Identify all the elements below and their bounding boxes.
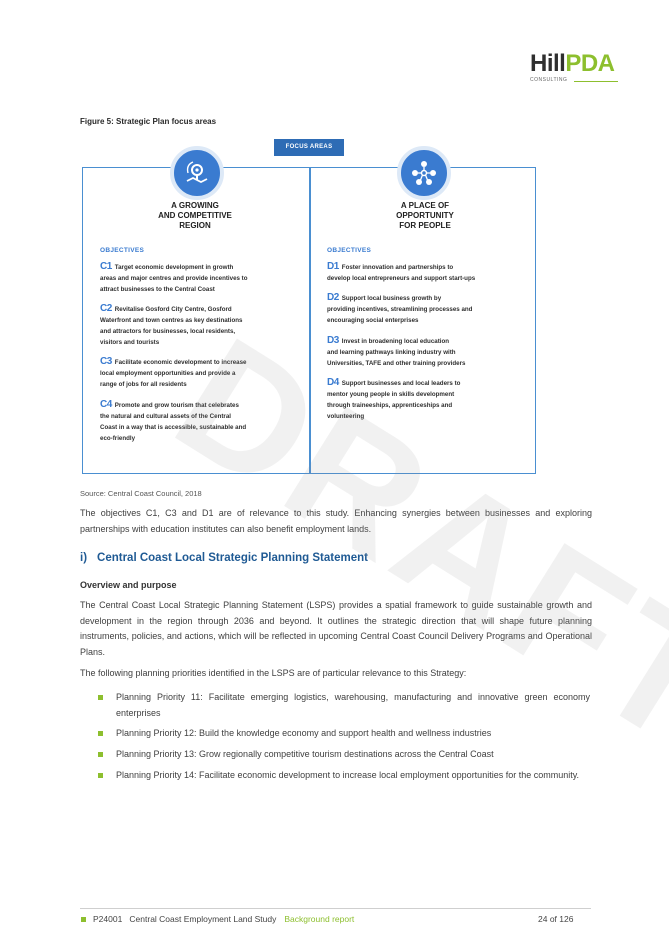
objective-line: Waterfront and town centres as key desti… [100, 317, 243, 324]
bullet-marker [98, 773, 103, 778]
region-map-icon [170, 146, 224, 200]
figure-source: Source: Central Coast Council, 2018 [80, 489, 202, 498]
footer-title: Central Coast Employment Land Study [129, 914, 277, 924]
objective-line: visitors and tourists [100, 339, 160, 346]
footer-project-code: P24001 [93, 914, 123, 924]
page-number: 24 of 126 [538, 914, 574, 924]
figure-caption: Figure 5: Strategic Plan focus areas [80, 117, 217, 126]
objective-code: D1 [327, 261, 339, 272]
objective-code: C2 [100, 303, 112, 314]
objective-line: Facilitate economic development to incre… [114, 359, 247, 366]
logo-underline [574, 81, 618, 82]
focus-areas-figure [82, 167, 536, 474]
footer-document-info: P24001 Central Coast Employment Land Stu… [93, 914, 354, 924]
list-item-text: Planning Priority 13: Grow regionally co… [116, 749, 494, 759]
objective-line: encouraging social enterprises [327, 317, 419, 324]
right-title-line: OPPORTUNITY [396, 211, 454, 220]
objective-line: local employment opportunities and provi… [100, 370, 236, 377]
objective-line: develop local entrepreneurs and support … [327, 275, 476, 282]
objective-line: areas and major centres and provide ince… [100, 275, 248, 282]
left-title-line: A GROWING [171, 201, 219, 210]
bullet-marker [98, 731, 103, 736]
objective-line: range of jobs for all residents [100, 381, 187, 388]
left-column-title: A GROWING AND COMPETITIVE REGION [100, 201, 290, 231]
bullet-marker [98, 695, 103, 700]
objective-code: C3 [100, 356, 112, 367]
list-item-text: Planning Priority 12: Build the knowledg… [116, 728, 492, 738]
objective-code: D2 [327, 292, 339, 303]
right-column-title: A PLACE OF OPPORTUNITY FOR PEOPLE [330, 201, 520, 231]
objective-line: and attractors for businesses, local res… [100, 328, 236, 335]
list-item: Planning Priority 13: Grow regionally co… [98, 747, 590, 763]
right-title-line: A PLACE OF [400, 201, 450, 210]
left-title-line: AND COMPETITIVE [158, 211, 232, 220]
people-network-icon [397, 146, 451, 200]
objective-line: through traineeships, apprenticeships an… [327, 402, 453, 409]
list-item: Planning Priority 11: Facilitate emergin… [98, 690, 590, 721]
list-item-text: Planning Priority 14: Facilitate economi… [116, 770, 580, 780]
paragraph-lsps: The Central Coast Local Strategic Planni… [80, 600, 592, 657]
objective-line: volunteering [327, 413, 365, 420]
objective-line: eco-friendly [100, 435, 136, 442]
paragraph-relevance: The objectives C1, C3 and D1 are of rele… [80, 508, 592, 534]
list-item: Planning Priority 12: Build the knowledg… [98, 726, 590, 742]
logo-brand-a: Hill [530, 50, 566, 77]
left-title-line: REGION [179, 221, 211, 230]
objective-line: Revitalise Gosford City Centre, Gosford [114, 306, 232, 313]
right-objectives-heading: OBJECTIVES [327, 247, 372, 254]
objective-line: Support businesses and local leaders to [341, 380, 461, 387]
objective-line: and learning pathways linking industry w… [327, 349, 456, 356]
objective-line: Invest in broadening local education [341, 338, 450, 345]
objective-line: Promote and grow tourism that celebrates [114, 402, 239, 409]
right-title-line: FOR PEOPLE [399, 221, 451, 230]
section-number: i) [80, 552, 88, 564]
objective-line: mentor young people in skills developmen… [327, 391, 455, 398]
objective-code: C1 [100, 261, 112, 272]
focus-areas-tag: FOCUS AREAS [274, 139, 344, 156]
bullet-marker [98, 752, 103, 757]
section-title: Central Coast Local Strategic Planning S… [97, 552, 368, 564]
list-item: Planning Priority 14: Facilitate economi… [98, 768, 590, 784]
left-objectives-heading: OBJECTIVES [100, 247, 145, 254]
objective-line: Universities, TAFE and other training pr… [327, 360, 466, 367]
objective-line: attract businesses to the Central Coast [100, 286, 215, 293]
objective-line: providing incentives, streamlining proce… [327, 306, 473, 313]
footer-report-type: Background report [284, 914, 355, 924]
logo-brand-b: PDA [565, 50, 615, 77]
figure-divider [309, 168, 311, 473]
objective-line: the natural and cultural assets of the C… [100, 413, 231, 420]
logo-tagline: CONSULTING [530, 77, 568, 83]
objective-line: Foster innovation and partnerships to [341, 264, 454, 271]
section-heading: i) Central Coast Local Strategic Planning… [80, 552, 368, 564]
objective-code: D3 [327, 335, 339, 346]
objective-line: Support local business growth by [341, 295, 442, 302]
objective-line: Coast in a way that is accessible, susta… [100, 424, 247, 431]
objective-code: D4 [327, 377, 339, 388]
list-item-text: Planning Priority 11: Facilitate emergin… [116, 692, 590, 718]
objective-code: C4 [100, 399, 112, 410]
paragraph-priorities-intro: The following planning priorities identi… [80, 668, 467, 678]
footer-marker [81, 917, 86, 922]
hillpda-logo: HillPDA CONSULTING [530, 52, 622, 86]
objective-line: Target economic development in growth [114, 264, 234, 271]
footer-divider [80, 908, 591, 909]
subheading-overview: Overview and purpose [80, 580, 177, 590]
